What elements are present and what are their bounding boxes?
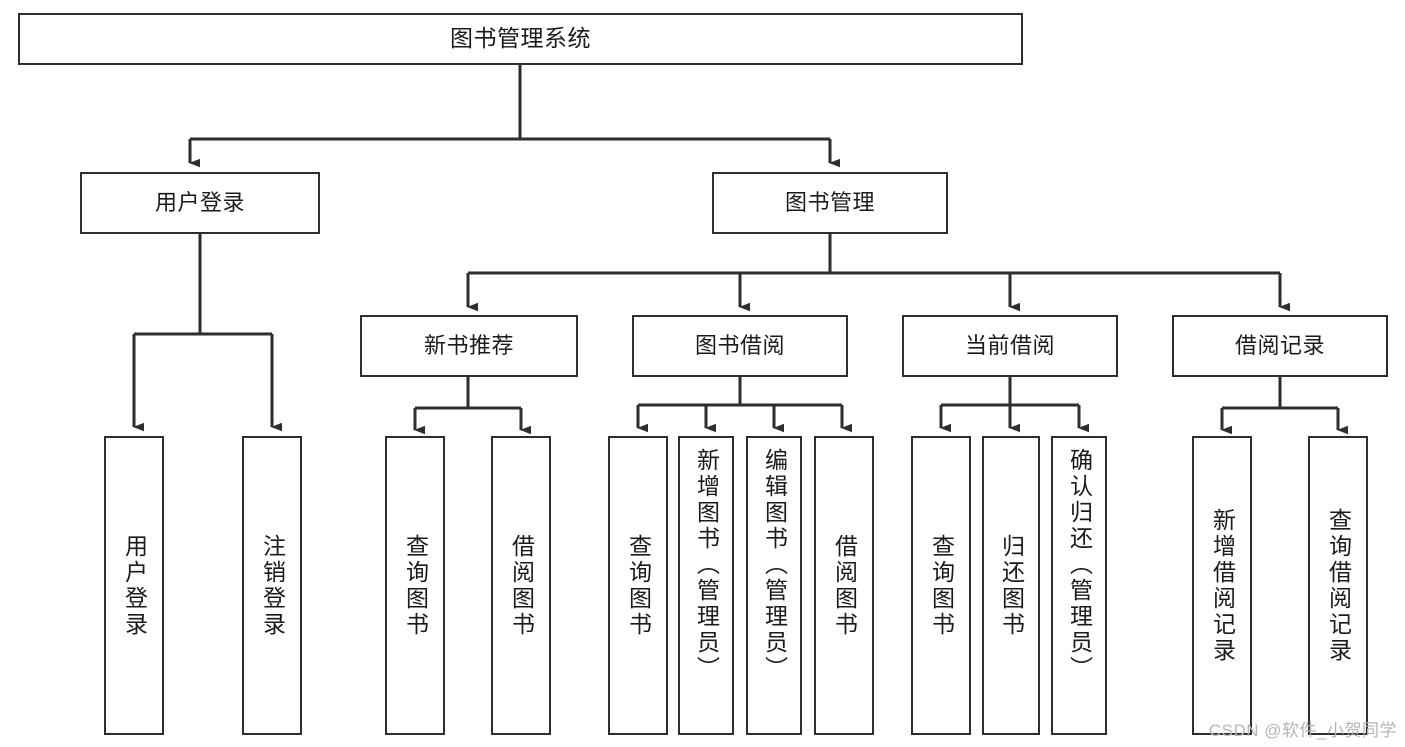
node-book-management[interactable]: 图书管理 <box>712 172 948 234</box>
node-label: 借阅图书 <box>831 533 858 638</box>
node-leaf-user-login[interactable]: 用户登录 <box>104 436 164 735</box>
node-label: 确认归还（管理员） <box>1066 448 1093 682</box>
node-leaf-add-borrow-record[interactable]: 新增借阅记录 <box>1192 436 1252 735</box>
user-login-to-leaves-connectors <box>132 234 282 432</box>
node-leaf-query-book-recommend[interactable]: 查询图书 <box>385 436 445 735</box>
node-leaf-query-book-current[interactable]: 查询图书 <box>911 436 971 735</box>
borrow-to-leaves-connectors <box>636 377 852 433</box>
node-new-book-recommendation[interactable]: 新书推荐 <box>360 315 578 377</box>
node-leaf-return-book[interactable]: 归还图书 <box>982 436 1040 735</box>
node-label: 新增图书（管理员） <box>693 448 720 682</box>
root-to-level2-connectors <box>188 65 840 168</box>
node-leaf-query-borrow-record[interactable]: 查询借阅记录 <box>1308 436 1368 735</box>
node-label: 注销登录 <box>259 533 286 638</box>
node-leaf-query-book-borrow[interactable]: 查询图书 <box>608 436 668 735</box>
node-user-login[interactable]: 用户登录 <box>80 172 320 234</box>
node-leaf-logout[interactable]: 注销登录 <box>242 436 302 735</box>
node-label: 借阅图书 <box>508 533 535 638</box>
new-book-to-leaves-connectors <box>413 377 531 435</box>
node-root-book-management-system[interactable]: 图书管理系统 <box>18 13 1023 65</box>
node-label: 借阅记录 <box>1234 332 1325 358</box>
node-leaf-borrow-book[interactable]: 借阅图书 <box>814 436 874 735</box>
node-label: 当前借阅 <box>964 332 1055 358</box>
node-label: 查询图书 <box>928 533 955 638</box>
node-current-borrowing[interactable]: 当前借阅 <box>902 315 1118 377</box>
node-label: 用户登录 <box>154 189 245 215</box>
node-label: 图书管理系统 <box>450 25 591 52</box>
node-book-borrowing[interactable]: 图书借阅 <box>632 315 848 377</box>
node-label: 新增借阅记录 <box>1209 507 1236 664</box>
node-label: 用户登录 <box>121 533 148 638</box>
node-label: 图书管理 <box>784 189 875 215</box>
node-label: 新书推荐 <box>423 332 514 358</box>
watermark-text: CSDN @软件_小贺同学 <box>1208 721 1397 740</box>
node-label: 查询借阅记录 <box>1325 507 1352 664</box>
node-leaf-confirm-return-admin[interactable]: 确认归还（管理员） <box>1051 436 1107 735</box>
node-leaf-borrow-book-recommend[interactable]: 借阅图书 <box>491 436 551 735</box>
node-label: 编辑图书（管理员） <box>761 448 788 682</box>
node-label: 查询图书 <box>402 533 429 638</box>
node-borrowing-record[interactable]: 借阅记录 <box>1172 315 1388 377</box>
record-to-leaves-connectors <box>1220 377 1348 435</box>
book-mgmt-to-level3-connectors <box>466 234 1290 312</box>
node-label: 查询图书 <box>625 533 652 638</box>
node-label: 图书借阅 <box>694 332 785 358</box>
current-to-leaves-connectors <box>939 377 1089 433</box>
node-leaf-edit-book-admin[interactable]: 编辑图书（管理员） <box>746 436 802 735</box>
node-leaf-add-book-admin[interactable]: 新增图书（管理员） <box>678 436 734 735</box>
node-label: 归还图书 <box>998 533 1025 638</box>
